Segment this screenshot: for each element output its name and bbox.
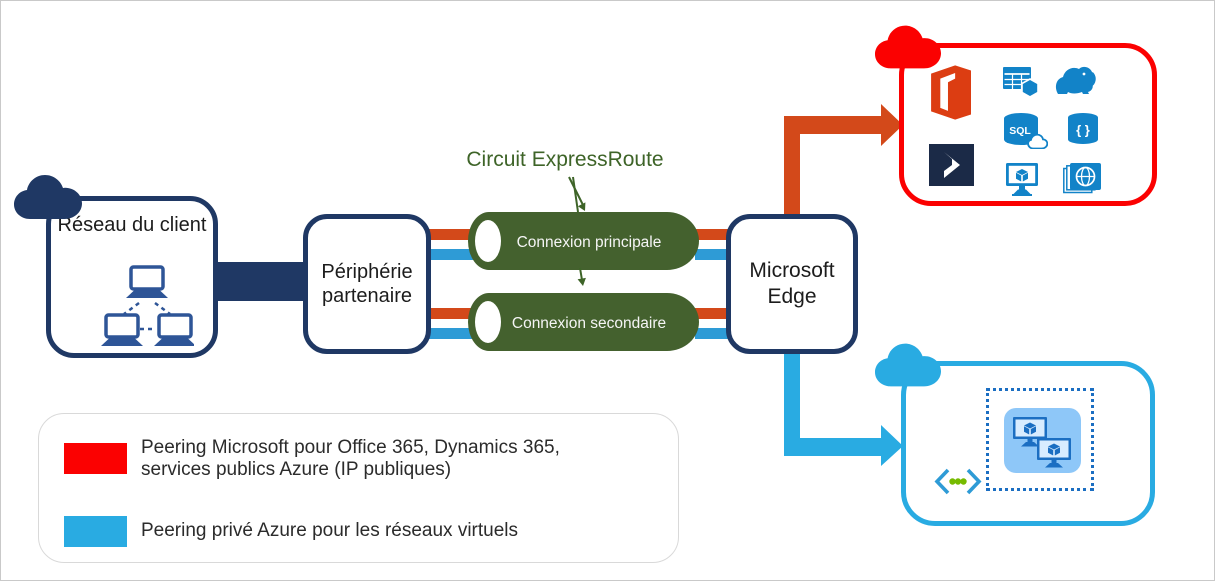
dynamics-365-icon: [929, 144, 974, 186]
azure-vnet-cloud-icon: [875, 343, 941, 387]
primary-connection-cylinder: Connexion principale: [468, 212, 699, 270]
computers-network-icon: [99, 265, 194, 348]
secondary-red-line-right: [695, 308, 728, 319]
primary-red-line-right: [695, 229, 728, 240]
secondary-red-line-left: [426, 308, 486, 319]
client-network-label: Réseau du client: [57, 214, 207, 236]
vnet-boundary: [986, 388, 1094, 491]
legend-label-microsoft-peering: Peering Microsoft pour Office 365, Dynam…: [141, 437, 560, 481]
private-peering-arrow: [784, 354, 903, 466]
circuit-expressroute-label: Circuit ExpressRoute: [466, 148, 664, 171]
hdinsight-elephant-icon: [1055, 66, 1096, 94]
primary-blue-line-left: [426, 249, 486, 260]
microsoft-edge-label: Microsoft Edge: [749, 259, 835, 308]
partner-edge-label: Périphérie partenaire: [321, 260, 413, 307]
partner-edge-box: Périphérie partenaire: [303, 214, 431, 354]
vnet-vm-icon-2: [1037, 438, 1071, 468]
virtual-network-icon: [934, 468, 982, 495]
secondary-blue-line-left: [426, 328, 486, 339]
microsoft-services-cloud-icon: [875, 25, 941, 69]
sql-label: SQL: [1009, 125, 1031, 137]
client-network-box: Réseau du client: [46, 196, 218, 358]
legend-swatch-microsoft-peering: [64, 443, 127, 474]
primary-red-line-left: [426, 229, 486, 240]
braces-label: { }: [1076, 123, 1090, 138]
primary-blue-line-right: [695, 249, 728, 260]
primary-connection-label: Connexion principale: [517, 234, 662, 251]
client-to-partner-connector: [206, 262, 308, 301]
legend-swatch-private-peering: [64, 516, 127, 547]
vnet-vm-icon-1: [1013, 417, 1047, 447]
secondary-blue-line-right: [695, 328, 728, 339]
circuit-pointer-arrows: [568, 176, 586, 286]
sql-database-icon: SQL: [1004, 113, 1048, 149]
cosmos-db-icon: { }: [1068, 113, 1098, 144]
table-storage-icon: [1003, 67, 1039, 98]
office-365-icon: [931, 65, 971, 120]
microsoft-edge-box: Microsoft Edge: [726, 214, 858, 354]
web-apps-icon: [1063, 163, 1101, 194]
secondary-connection-label: Connexion secondaire: [512, 315, 666, 332]
virtual-machine-icon: [1006, 163, 1038, 196]
microsoft-peering-arrow: [784, 104, 903, 214]
client-cloud-icon: [14, 175, 82, 219]
legend-label-private-peering: Peering privé Azure pour les réseaux vir…: [141, 520, 519, 541]
secondary-connection-cylinder: Connexion secondaire: [468, 293, 699, 351]
legend: Peering Microsoft pour Office 365, Dynam…: [38, 413, 679, 563]
